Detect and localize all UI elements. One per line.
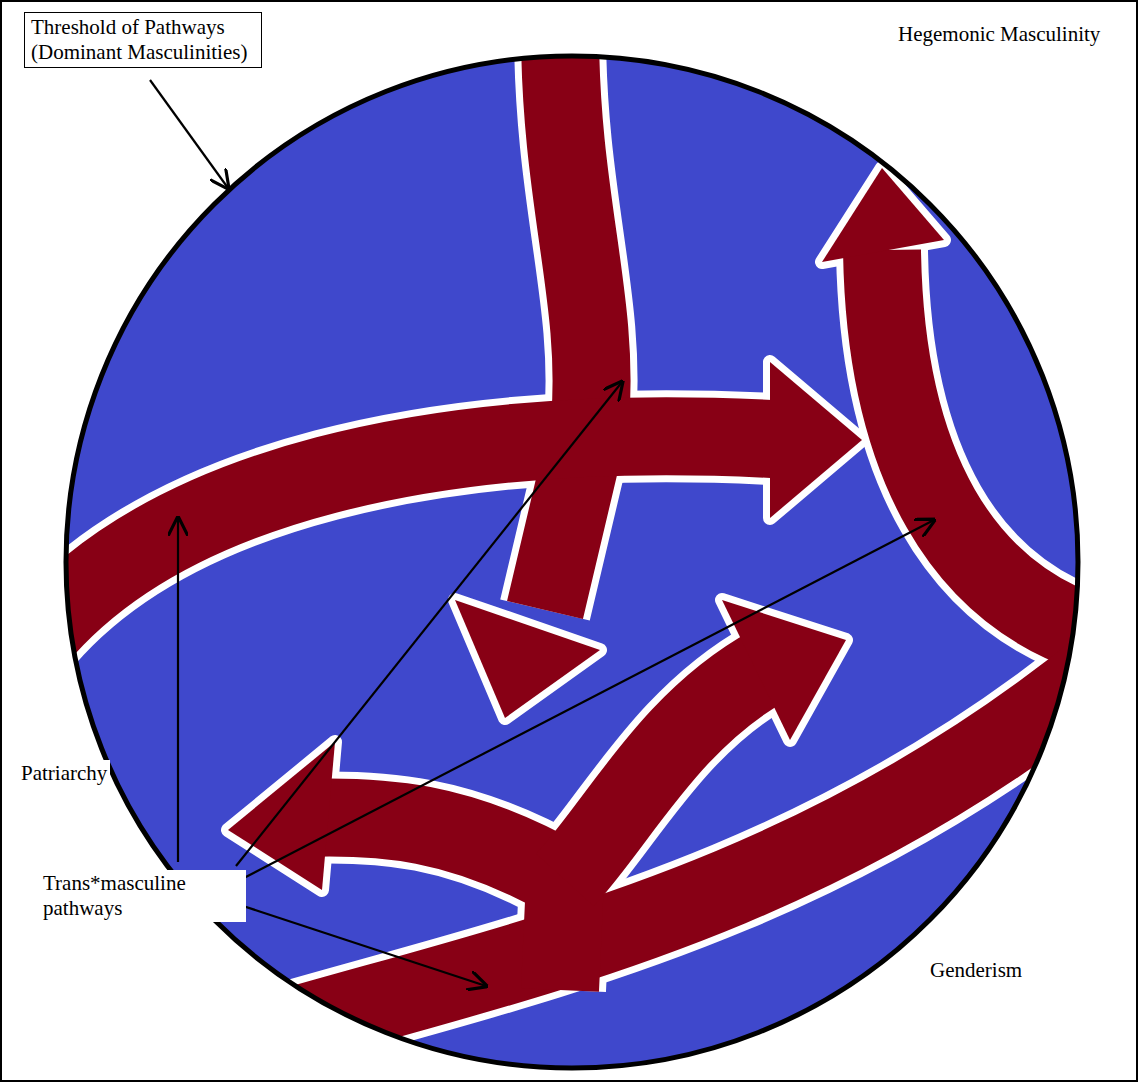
region-label: Genderism [930,958,1022,983]
threshold-box: Threshold of Pathways (Dominant Masculin… [24,12,262,68]
region-label: Hegemonic Masculinity [898,22,1100,47]
region-label: Patriarchy [18,760,110,787]
pathway-bands [20,30,1110,1030]
leader-lines [150,80,934,986]
pathways-label: Trans*masculine pathways [40,870,246,922]
box-text: Threshold of Pathways (Dominant Masculin… [31,15,255,65]
